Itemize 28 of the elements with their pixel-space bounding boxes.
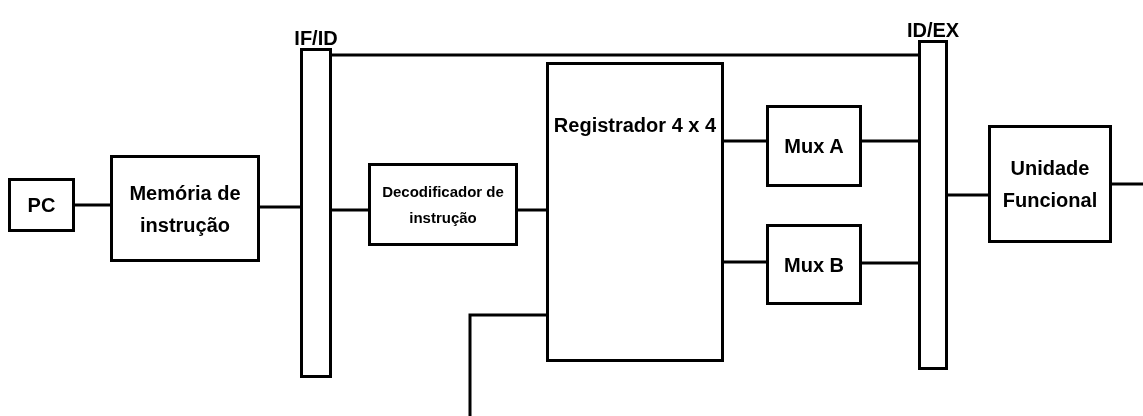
connector-line (332, 53, 918, 57)
connector-line (948, 193, 988, 197)
connector-line (724, 139, 766, 143)
box-label: Decodificador de instrução (381, 181, 505, 228)
box-label: Mux B (784, 252, 844, 278)
box-label: Memória de instrução (128, 180, 242, 238)
connector-line (724, 260, 766, 264)
process-box (988, 125, 1112, 243)
box-label: Registrador 4 x 4 (553, 113, 717, 138)
register-file-box (546, 62, 724, 362)
process-box (8, 178, 75, 232)
process-box (766, 224, 862, 305)
connector-line (518, 208, 546, 212)
connector-line (862, 261, 918, 265)
connector-line (468, 313, 546, 416)
process-box (766, 105, 862, 187)
register-label: IF/ID (294, 28, 338, 48)
box-label: PC (27, 193, 56, 218)
box-label: Mux A (784, 134, 844, 159)
process-box (368, 163, 518, 246)
register-label: ID/EX (906, 20, 960, 40)
connector-line (75, 203, 110, 207)
connector-line (332, 208, 368, 212)
connector-line (1112, 182, 1143, 186)
process-box (110, 155, 260, 262)
box-label: Unidade Funcional (1001, 156, 1099, 213)
connector-line (862, 139, 918, 143)
connector-line (260, 205, 300, 209)
